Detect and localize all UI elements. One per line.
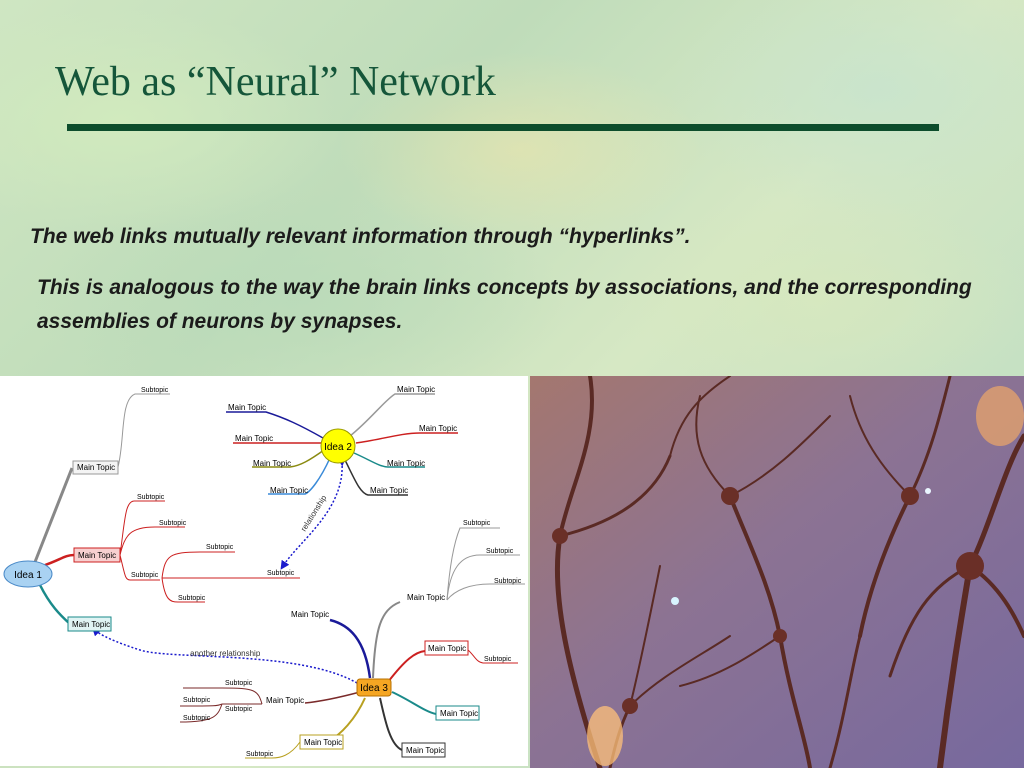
subtopic-labels: Subtopic Subtopic Subtopic Subtopic Subt… — [131, 387, 522, 758]
svg-text:Subtopic: Subtopic — [246, 751, 274, 758]
svg-text:Subtopic: Subtopic — [486, 548, 514, 555]
idea-2-branches — [226, 393, 458, 496]
svg-text:Subtopic: Subtopic — [131, 572, 159, 579]
svg-text:Main Topic: Main Topic — [397, 385, 435, 394]
svg-text:Main Topic: Main Topic — [428, 644, 466, 653]
idea-3-label: Idea 3 — [360, 683, 388, 694]
slide-title: Web as “Neural” Network — [55, 59, 496, 105]
svg-text:Subtopic: Subtopic — [463, 520, 491, 527]
idea-3-node: Idea 3 — [356, 678, 392, 697]
svg-text:Main Topic: Main Topic — [266, 696, 304, 705]
mind-map-diagram: relationship another relationship Idea 1… — [0, 376, 528, 766]
relationship-line — [280, 457, 347, 570]
svg-text:Main Topic: Main Topic — [419, 424, 457, 433]
svg-text:Subtopic: Subtopic — [183, 697, 211, 704]
main-topic-boxes: Main Topic Main Topic Main Topic Main To… — [67, 460, 480, 758]
svg-text:Main Topic: Main Topic — [370, 486, 408, 495]
idea-1-branches — [33, 393, 300, 625]
svg-text:Subtopic: Subtopic — [484, 656, 512, 663]
svg-text:Main Topic: Main Topic — [228, 403, 266, 412]
main-topic-labels: Main Topic Main Topic Main Topic Main To… — [228, 385, 457, 705]
svg-text:Subtopic: Subtopic — [141, 387, 169, 394]
svg-text:Main Topic: Main Topic — [387, 459, 425, 468]
svg-text:Subtopic: Subtopic — [159, 520, 187, 527]
svg-text:Main Topic: Main Topic — [406, 746, 444, 755]
idea-3-branches — [179, 527, 525, 759]
svg-text:Main Topic: Main Topic — [291, 610, 329, 619]
svg-text:Main Topic: Main Topic — [304, 738, 342, 747]
svg-text:Subtopic: Subtopic — [183, 715, 211, 722]
idea-1-label: Idea 1 — [14, 570, 42, 581]
svg-text:Subtopic: Subtopic — [225, 706, 253, 713]
svg-text:Main Topic: Main Topic — [78, 551, 116, 560]
idea-2-label: Idea 2 — [324, 442, 352, 453]
svg-text:Subtopic: Subtopic — [137, 494, 165, 501]
neurons-image — [530, 376, 1024, 768]
svg-text:Subtopic: Subtopic — [206, 544, 234, 551]
svg-text:Main Topic: Main Topic — [440, 709, 478, 718]
svg-text:Main Topic: Main Topic — [407, 593, 445, 602]
paragraph-brain-analogy: This is analogous to the way the brain l… — [37, 276, 972, 333]
svg-text:Main Topic: Main Topic — [77, 463, 115, 472]
svg-text:Main Topic: Main Topic — [270, 486, 308, 495]
another-relationship-label: another relationship — [190, 649, 261, 658]
svg-text:Main Topic: Main Topic — [253, 459, 291, 468]
slide-body: The web links mutually relevant informat… — [30, 220, 1005, 356]
svg-text:Subtopic: Subtopic — [225, 680, 253, 687]
paragraph-hyperlinks: The web links mutually relevant informat… — [30, 225, 691, 248]
svg-text:Subtopic: Subtopic — [494, 578, 522, 585]
idea-1-node: Idea 1 — [3, 560, 53, 588]
title-underline — [67, 124, 939, 131]
svg-text:Main Topic: Main Topic — [235, 434, 273, 443]
idea-2-node: Idea 2 — [320, 428, 356, 464]
svg-text:Subtopic: Subtopic — [178, 595, 206, 602]
svg-text:Subtopic: Subtopic — [267, 570, 295, 577]
svg-text:Main Topic: Main Topic — [72, 620, 110, 629]
